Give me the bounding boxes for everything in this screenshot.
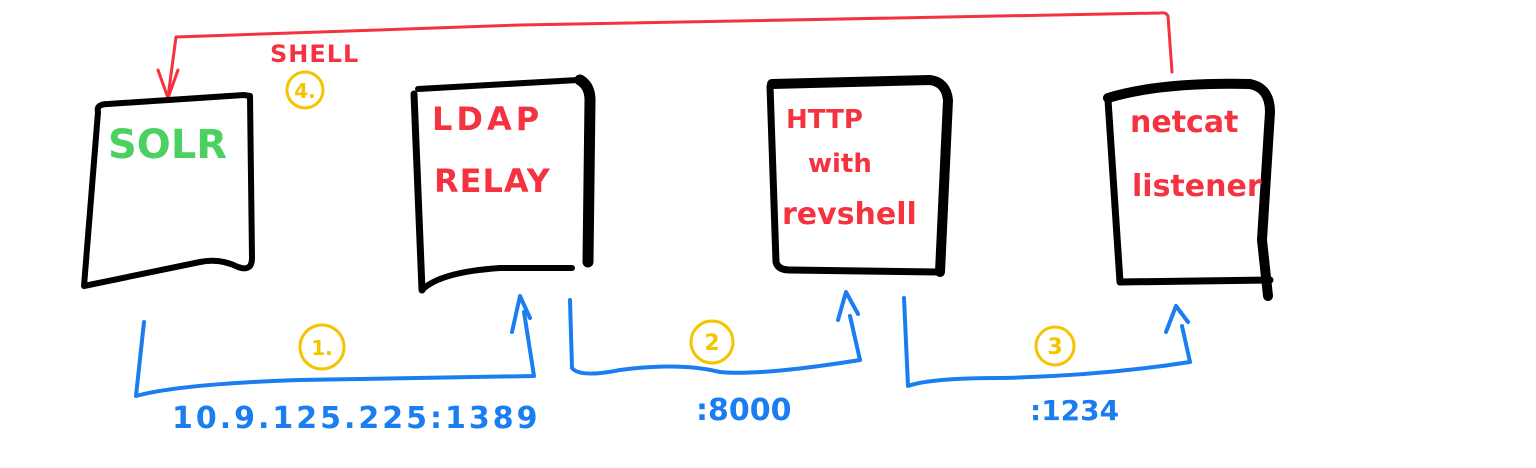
node-http-label-line1: HTTP bbox=[786, 105, 863, 135]
flow-3-port: :1234 bbox=[1030, 394, 1119, 427]
step-3-number: 3 bbox=[1047, 335, 1062, 360]
step-1-marker: 1. bbox=[298, 323, 346, 371]
step-2-marker: 2 bbox=[689, 319, 735, 365]
flow-1-address: 10.9.125.225:1389 bbox=[172, 401, 541, 436]
arrowhead-icon bbox=[836, 290, 860, 322]
node-ldap-label-line1: LDAP bbox=[432, 100, 543, 138]
node-http-server: HTTP with revshell bbox=[766, 75, 953, 277]
node-ldap-relay: LDAP RELAY bbox=[410, 74, 596, 294]
flow-3-arrow bbox=[902, 296, 1192, 388]
arrowhead-icon bbox=[510, 294, 532, 334]
node-netcat-listener: netcat listener bbox=[1103, 78, 1275, 301]
flow-2-arrow bbox=[568, 290, 862, 376]
step-4-number: 4. bbox=[294, 79, 316, 103]
step-2-number: 2 bbox=[704, 331, 719, 356]
step-4-marker: 4. bbox=[285, 70, 325, 110]
node-solr: SOLR bbox=[81, 92, 255, 289]
node-netcat-label-line1: netcat bbox=[1130, 105, 1238, 140]
flow-1-arrow bbox=[134, 294, 536, 398]
node-http-label-line3: revshell bbox=[782, 197, 917, 232]
node-netcat-label-line2: listener bbox=[1132, 169, 1262, 204]
arrowhead-icon bbox=[156, 68, 180, 100]
node-http-label-line2: with bbox=[808, 149, 872, 179]
step-3-marker: 3 bbox=[1034, 325, 1076, 367]
shell-label: SHELL bbox=[270, 40, 359, 68]
step-1-number: 1. bbox=[311, 336, 333, 360]
node-solr-label: SOLR bbox=[108, 122, 227, 168]
arrowhead-icon bbox=[1164, 304, 1190, 334]
flow-2-port: :8000 bbox=[696, 393, 792, 428]
node-ldap-label-line2: RELAY bbox=[434, 162, 551, 200]
